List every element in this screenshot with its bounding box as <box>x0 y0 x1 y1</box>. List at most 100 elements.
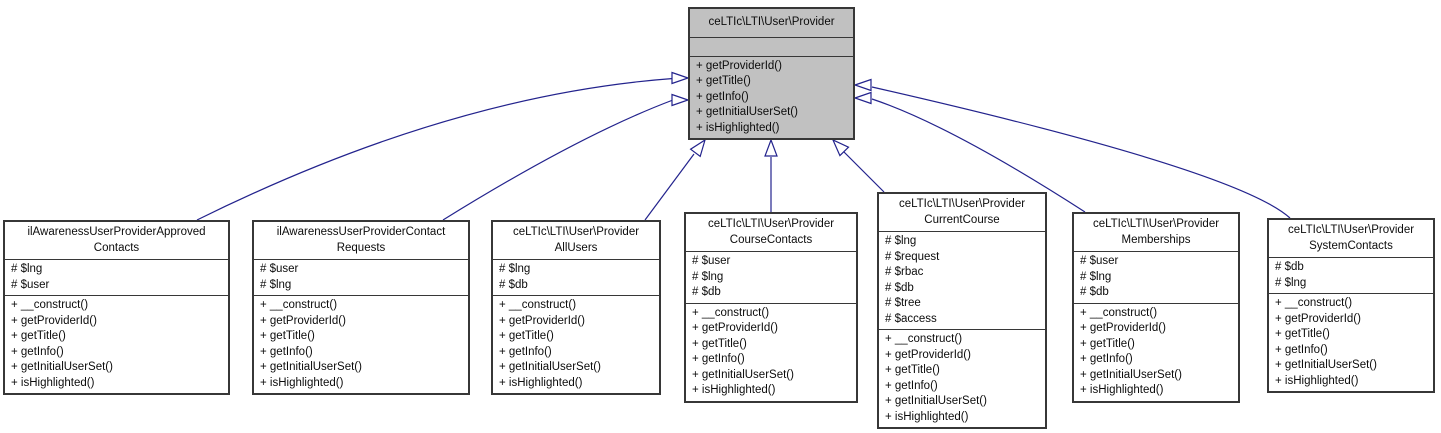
class-method: + isHighlighted() <box>499 376 583 389</box>
class-method: + getProviderId() <box>885 348 971 361</box>
inheritance-edge-memberships <box>853 91 1086 213</box>
class-method: + getInfo() <box>692 353 745 365</box>
inheritance-edge-system-contacts <box>853 78 1291 219</box>
inheritance-edge-current-course <box>831 138 885 193</box>
class-method: + isHighlighted() <box>885 410 969 423</box>
class-method: + getProviderId() <box>11 314 97 327</box>
class-method: + __construct() <box>11 299 89 311</box>
class-attribute: # $request <box>885 250 940 263</box>
class-methods-section: + __construct() + getProviderId() + getTit… <box>686 302 856 401</box>
class-method: + getInitialUserSet() <box>1275 359 1377 371</box>
class-method: + __construct() <box>692 306 770 319</box>
class-method: + getInfo() <box>1275 343 1328 356</box>
class-method: + getProviderId() <box>1275 312 1361 325</box>
edge-line <box>871 86 1291 219</box>
class-method: + getInitialUserSet() <box>885 395 987 407</box>
edge-line <box>871 98 1086 213</box>
class-title-line: AllUsers <box>554 241 598 254</box>
class-method: + __construct() <box>885 333 963 345</box>
class-methods-section: + __construct()+ getProviderId()+ getTit… <box>493 295 659 393</box>
class-method: + isHighlighted() <box>696 121 780 134</box>
class-method: + getInfo() <box>260 345 313 358</box>
class-method: + getInfo() <box>885 379 938 392</box>
class-title: ceLTIc\LTI\User\Provider <box>690 9 853 37</box>
class-method: + __construct() <box>499 299 577 311</box>
class-title-line: CurrentCourse <box>924 213 1000 226</box>
class-methods-section: + getProviderId() + getTitle() + getInfo()… <box>690 55 853 139</box>
class-method: + __construct() <box>1275 297 1353 309</box>
class-attributes-section: # $user# $lng# $db <box>1074 251 1238 303</box>
inheritance-edge-contact-requests <box>442 93 690 221</box>
class-method: + getProviderId() <box>696 59 782 72</box>
inheritance-arrowhead <box>853 91 872 105</box>
class-attribute: # $tree <box>885 297 921 309</box>
class-method: + getTitle() <box>499 330 554 342</box>
class-attribute: # $lng <box>1275 276 1307 289</box>
inheritance-edge-approved-contacts <box>196 71 690 221</box>
class-method: + getTitle() <box>692 337 747 350</box>
inheritance-edge-course-contacts <box>764 138 778 212</box>
class-title-line: Memberships <box>1121 233 1191 246</box>
edge-line <box>842 150 885 193</box>
class-method: + getInfo() <box>499 345 552 358</box>
class-method: + getInitialUserSet() <box>696 106 798 118</box>
class-method: + getInfo() <box>1080 353 1133 365</box>
class-title-line: ilAwarenessUserProviderApproved <box>27 226 206 238</box>
class-title-line: ceLTIc\LTI\User\Provider <box>1092 218 1220 230</box>
class-attribute: # $lng <box>692 270 724 283</box>
inheritance-arrowhead <box>831 138 850 157</box>
class-method: + getInitialUserSet() <box>260 361 362 373</box>
class-attributes-section: # $user # $lng <box>254 259 468 295</box>
class-attribute: # $lng <box>885 235 917 247</box>
inheritance-arrowhead <box>764 138 778 157</box>
class-attribute: # $db <box>1275 261 1304 273</box>
class-method: + isHighlighted() <box>1275 374 1359 387</box>
class-title-line: ilAwarenessUserProviderContact <box>276 226 446 238</box>
class-title-line: ceLTIc\LTI\User\Provider <box>512 226 640 238</box>
class-method: + getInfo() <box>11 345 64 358</box>
class-attribute: # $rbac <box>885 266 924 278</box>
class-box-provider[interactable]: ceLTIc\LTI\User\Provider + getProviderId(… <box>688 7 855 140</box>
class-method: + getTitle() <box>1080 337 1135 350</box>
class-method: + getProviderId() <box>260 314 346 327</box>
class-method: + __construct() <box>1080 306 1158 319</box>
class-method: + isHighlighted() <box>260 376 344 389</box>
class-method: + getProviderId() <box>1080 322 1166 334</box>
inheritance-arrowhead <box>689 138 707 158</box>
class-method: + getInitialUserSet() <box>499 361 601 373</box>
class-attribute: # $user <box>260 263 299 275</box>
class-method: + getInitialUserSet() <box>1080 368 1182 381</box>
class-method: + getProviderId() <box>692 322 778 334</box>
class-title-line: SystemContacts <box>1309 239 1393 252</box>
class-attribute: # $user <box>11 278 50 291</box>
class-attributes-section: # $lng# $user <box>5 259 228 295</box>
class-attribute: # $db <box>692 286 721 298</box>
class-method: + getTitle() <box>696 75 751 87</box>
class-method: + __construct() <box>260 299 338 311</box>
class-method: + getInfo() <box>696 90 749 103</box>
edge-line <box>644 153 695 221</box>
class-attribute: # $lng <box>260 278 292 291</box>
edge-line <box>442 99 674 221</box>
inheritance-arrowhead <box>853 78 872 92</box>
class-methods-section: + __construct()+ getProviderId()+ getTit… <box>254 295 468 393</box>
class-method: + getTitle() <box>1275 328 1330 340</box>
class-attribute: # $lng <box>499 263 531 275</box>
class-title-line: ceLTIc\LTI\User\Provider <box>898 198 1026 210</box>
class-attributes-section: # $db # $lng <box>1269 257 1433 293</box>
